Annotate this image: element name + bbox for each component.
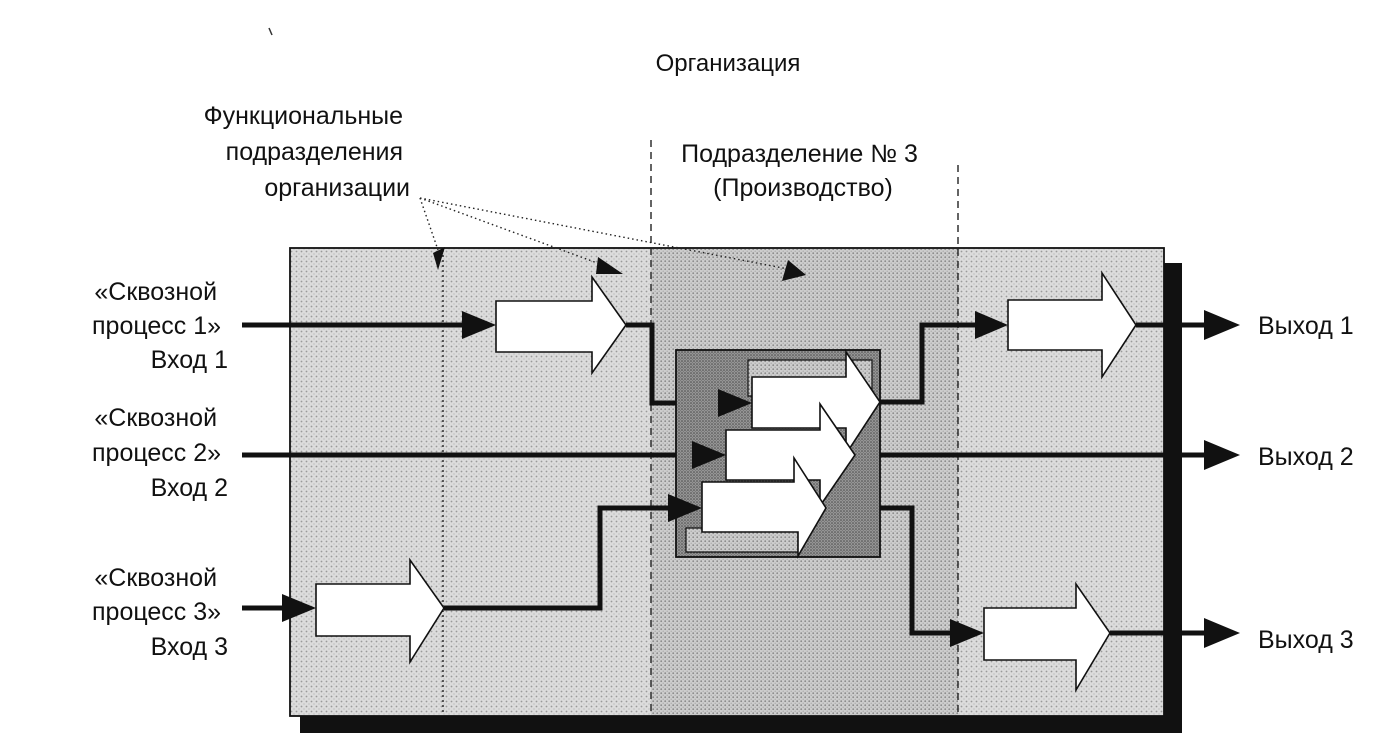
organization-title: Организация xyxy=(656,50,801,77)
leader-arrowhead-1 xyxy=(433,247,445,270)
process-3-function-a xyxy=(315,557,445,665)
division-arrow-process-2 xyxy=(725,401,856,509)
leader-arrowhead-2 xyxy=(596,257,623,274)
output-label-2: Выход 2 xyxy=(1258,443,1354,471)
output-label-3: Выход 3 xyxy=(1258,626,1354,654)
leader-lines xyxy=(419,197,789,270)
functional-units-label-line-1: Функциональные xyxy=(204,102,403,130)
output-label-1: Выход 1 xyxy=(1258,312,1354,340)
division-label-line-2: (Производство) xyxy=(713,174,893,202)
stray-mark xyxy=(268,27,273,36)
functional-units-label: Функциональные подразделения организации xyxy=(204,102,410,202)
division-label-line-1: Подразделение № 3 xyxy=(681,140,918,168)
functional-units-label-line-3: организации xyxy=(264,174,410,202)
process-1-output-function xyxy=(1007,270,1137,380)
division-arrow-process-3 xyxy=(701,455,827,559)
input-label-3: «Сквозной процесс 3» Вход 3 xyxy=(92,564,228,661)
division-arrow-process-1 xyxy=(751,349,881,457)
flow-lines xyxy=(242,322,1210,636)
functional-units-label-line-2: подразделения xyxy=(226,138,403,166)
input-label-2: «Сквозной процесс 2» Вход 2 xyxy=(92,404,228,502)
process-3-output-function xyxy=(983,581,1111,693)
flow-arrowheads xyxy=(282,310,1240,648)
process-1-function-a xyxy=(495,274,627,376)
division-input-arrowheads xyxy=(668,389,752,522)
leader-arrowhead-3 xyxy=(782,260,806,281)
input-label-1: «Сквозной процесс 1» Вход 1 xyxy=(92,278,228,374)
division-label: Подразделение № 3 (Производство) xyxy=(681,140,925,202)
